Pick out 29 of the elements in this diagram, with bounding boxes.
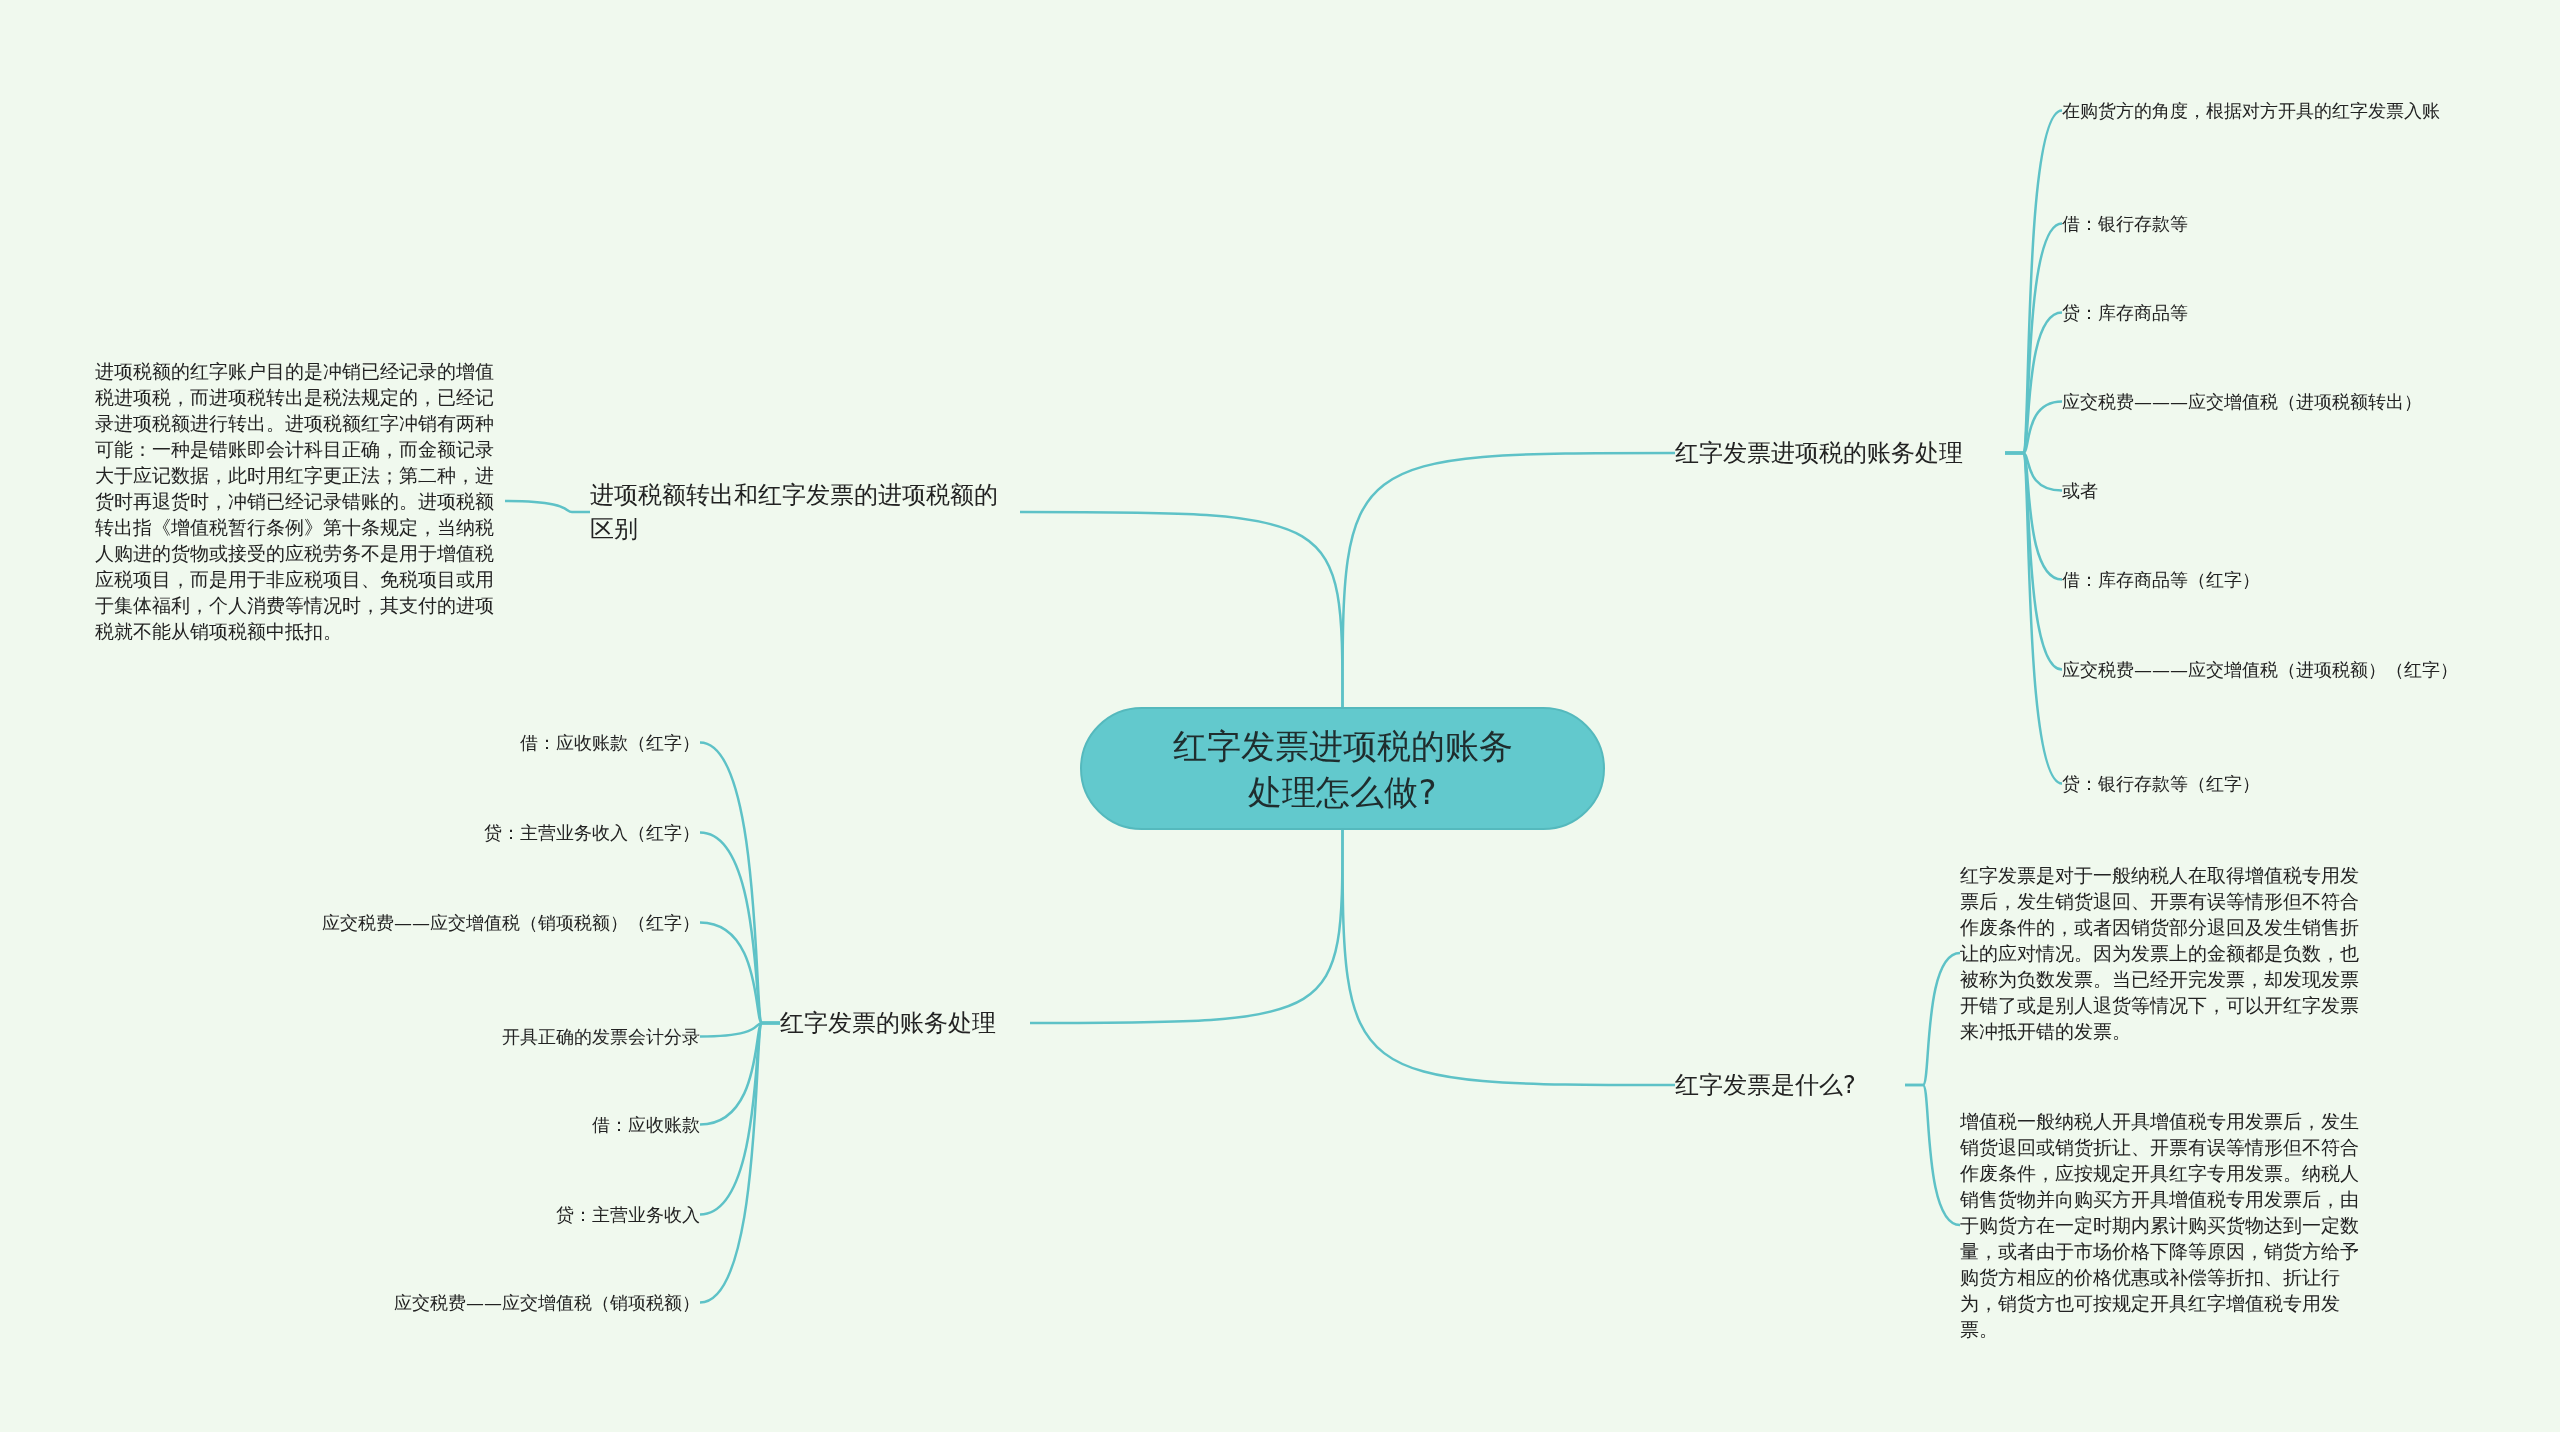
entry-text: 借：应收账款（红字）: [280, 730, 700, 755]
entry-text: 在购货方的角度，根据对方开具的红字发票入账: [2062, 98, 2472, 123]
entry-text: 应交税费——应交增值税（销项税额）（红字）: [280, 910, 700, 935]
entry-text: 贷：主营业务收入: [280, 1202, 700, 1227]
branch-line: [1905, 1083, 1961, 1227]
branch-line: [1341, 451, 1675, 707]
entry-text: 开具正确的发票会计分录: [280, 1024, 700, 1049]
branch-line: [2005, 451, 2063, 785]
branch-topic: 红字发票进项税的账务处理: [1675, 436, 2005, 470]
entry-text: 借：银行存款等: [2062, 211, 2472, 236]
entry-text: 应交税费———应交增值税（进项税额转出）: [2062, 389, 2472, 414]
note-paragraph: 进项税额的红字账户目的是冲销已经记录的增值税进项税，而进项税转出是税法规定的，已经记录进项税额进行转出。进项税额红字冲销有两种可能：一种是错账即会计科目正确，而金额记录大于应记数据，此时用红字更正法；第二种，进货时再退货时，冲销已经记录错账的。进项税额转出指《增值税暂行条例》第十条规定，当纳税人购进的货物或接受的应税劳务不是用于增值税应税项目，而是用于非应税项目、免税项目或用于集体福利，个人消费等情况时，其支付的进项税就不能从销项税额中抵扣。: [95, 358, 505, 644]
entry-text: 应交税费——应交增值税（销项税额）: [280, 1290, 700, 1315]
root-topic: 红字发票进项税的账务处理怎么做?: [1080, 707, 1605, 830]
entry-text: 或者: [2062, 478, 2472, 503]
entry-text: 借：库存商品等（红字）: [2062, 567, 2472, 592]
branch-topic: 红字发票是什么?: [1675, 1068, 1905, 1102]
entry-text: 借：应收账款: [280, 1112, 700, 1137]
note-paragraph: 红字发票是对于一般纳税人在取得增值税专用发票后，发生销货退回、开票有误等情形但不符合作废条件的，或者因销货部分退回及发生销售折让的应对情况。因为发票上的金额都是负数，也被称为负数发票。当已经开完发票，却发现发票开错了或是别人退货等情况下，可以开红字发票来冲抵开错的发票。: [1960, 862, 2370, 1044]
entry-text: 贷：银行存款等（红字）: [2062, 771, 2472, 796]
note-paragraph: 增值税一般纳税人开具增值税专用发票后，发生销货退回或销货折让、开票有误等情形但不符合作废条件，应按规定开具红字专用发票。纳税人销售货物并向购买方开具增值税专用发票后，由于购货方在一定时期内累计购买货物达到一定数量，或者由于市场价格下降等原因，销货方给予购货方相应的价格优惠或补偿等折扣、折让行为，销货方也可按规定开具红字增值税专用发票。: [1960, 1108, 2370, 1342]
entry-text: 贷：库存商品等: [2062, 300, 2472, 325]
entry-text: 应交税费———应交增值税（进项税额）（红字）: [2062, 657, 2472, 682]
branch-line: [699, 1021, 780, 1304]
branch-topic: 红字发票的账务处理: [780, 1006, 1030, 1040]
entry-text: 贷：主营业务收入（红字）: [280, 820, 700, 845]
branch-line: [1030, 830, 1344, 1025]
branch-line: [505, 499, 590, 514]
branch-topic: 进项税额转出和红字发票的进项税额的区别: [590, 478, 1020, 546]
